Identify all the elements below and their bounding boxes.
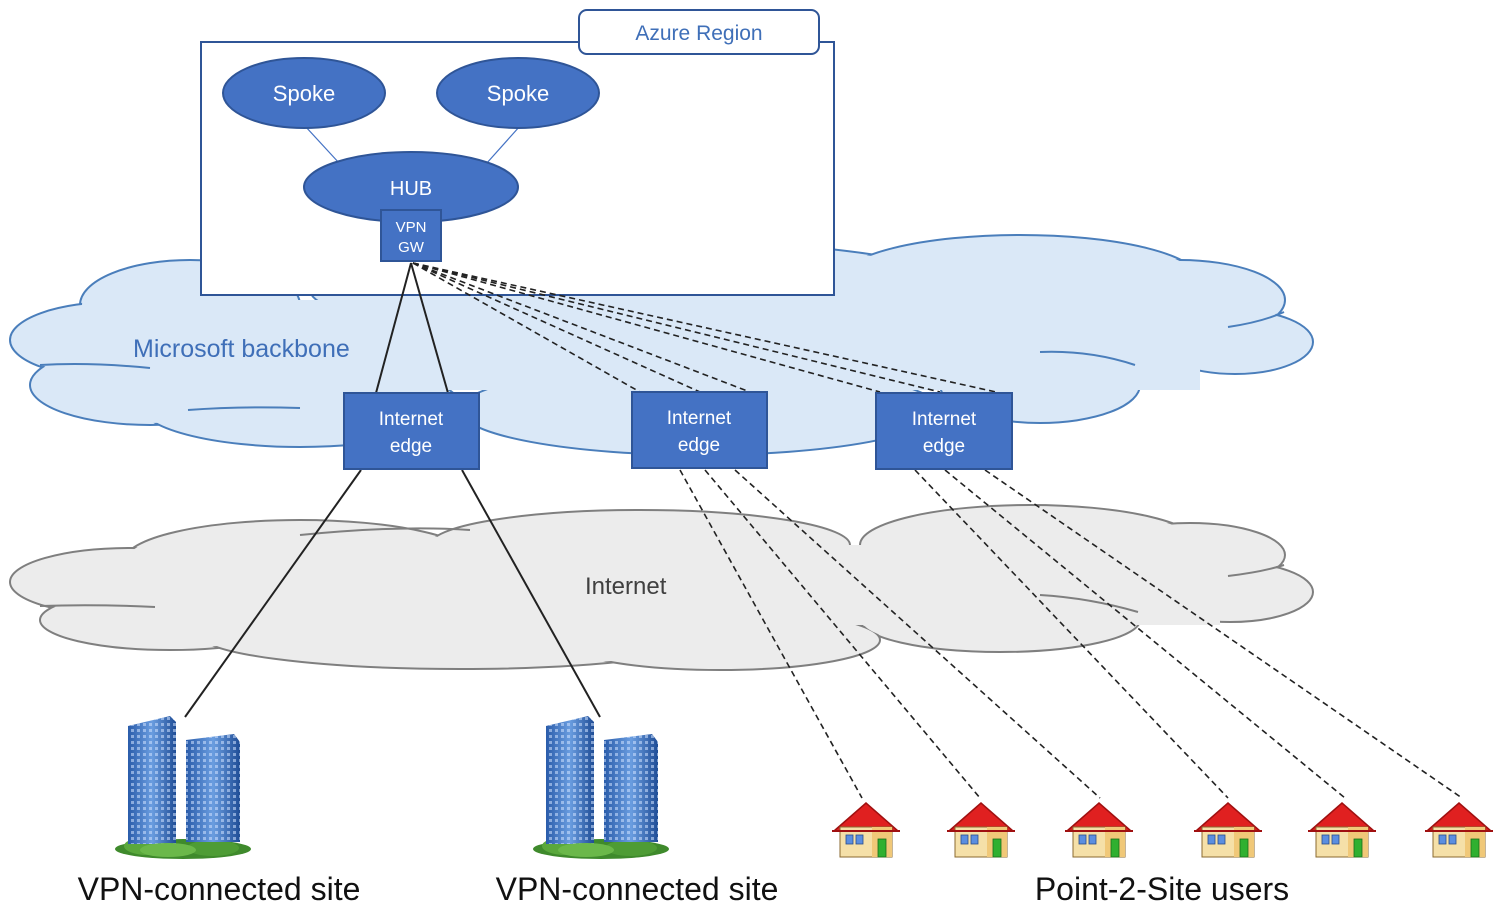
house-icon [1193,802,1263,858]
vpn-gateway: VPN GW [380,209,442,262]
house-icon [946,802,1016,858]
spoke-node: Spoke [222,57,386,129]
edge-label-line2: edge [678,435,720,456]
site-to-site-connections [184,262,601,718]
internet-edge-node: Internet edge [875,392,1013,470]
edge-label-line2: edge [923,436,965,457]
house-icon [1064,802,1134,858]
edge-label-line1: Internet [667,408,732,429]
internet-edge-node: Internet edge [343,392,480,470]
spoke-label: Spoke [487,81,549,106]
site-label: VPN-connected site [78,871,361,907]
azure-region-label-box: Azure Region [578,9,820,55]
vpn-gw-label-line1: VPN [396,219,427,236]
house-icon [1424,802,1494,858]
hub-node: HUB [303,151,519,223]
house-icon [831,802,901,858]
p2s-users-label: Point-2-Site users [1035,871,1289,907]
internet-edge-node: Internet edge [631,391,768,469]
point-to-site-connections [412,262,1463,799]
spoke-label: Spoke [273,81,335,106]
spoke-node: Spoke [436,57,600,129]
office-buildings-icon [115,716,251,859]
vpn-gw-label-line2: GW [398,239,425,256]
azure-region-label: Azure Region [635,22,762,45]
house-icon [1307,802,1377,858]
internet-label: Internet [585,573,667,600]
spoke-hub-link [485,125,521,165]
edge-label-line2: edge [390,436,432,457]
edge-label-line1: Internet [379,409,444,430]
spoke-hub-link [304,125,341,165]
internet-cloud [9,504,1314,671]
site-label: VPN-connected site [496,871,779,907]
backbone-label: Microsoft backbone [133,335,350,363]
hub-label: HUB [390,178,432,200]
edge-label-line1: Internet [912,409,977,430]
office-buildings-icon [533,716,669,859]
